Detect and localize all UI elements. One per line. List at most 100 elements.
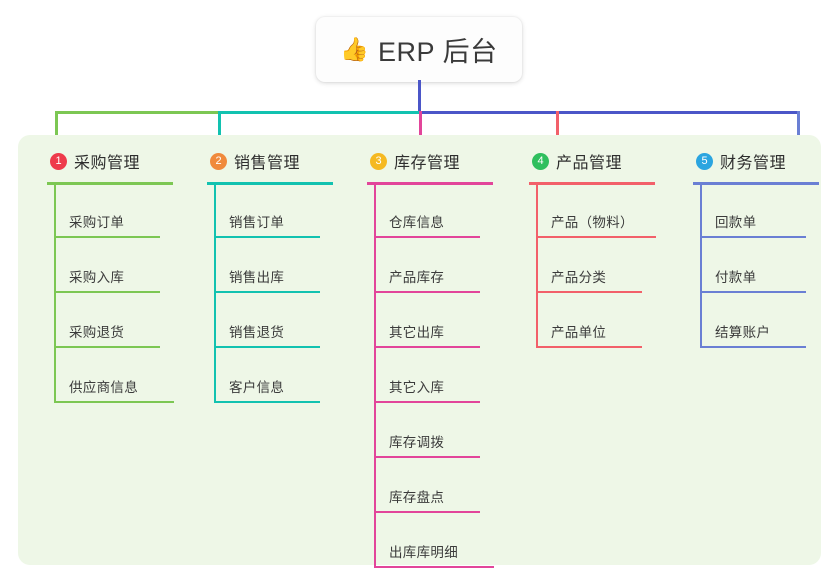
list-item-underline bbox=[374, 401, 480, 403]
list-item-underline bbox=[374, 346, 480, 348]
list-item[interactable]: 供应商信息 bbox=[54, 348, 190, 403]
list-item-underline bbox=[536, 291, 642, 293]
list-item[interactable]: 销售出库 bbox=[214, 238, 350, 293]
list-item-label: 产品单位 bbox=[551, 325, 607, 340]
list-item-label: 库存调拨 bbox=[389, 435, 445, 450]
column-underline-1 bbox=[47, 182, 173, 185]
list-item-underline bbox=[54, 236, 160, 238]
list-item-underline bbox=[214, 236, 320, 238]
column-spine-2 bbox=[214, 183, 216, 403]
thumbs-up-icon: 👍 bbox=[340, 36, 370, 62]
list-item-label: 其它出库 bbox=[389, 325, 445, 340]
column-underline-5 bbox=[693, 182, 819, 185]
list-item[interactable]: 付款单 bbox=[700, 238, 836, 293]
column-spine-5 bbox=[700, 183, 702, 348]
column-spine-4 bbox=[536, 183, 538, 348]
list-item[interactable]: 出库库明细 bbox=[374, 513, 510, 568]
list-item[interactable]: 产品库存 bbox=[374, 238, 510, 293]
list-item-label: 产品库存 bbox=[389, 270, 445, 285]
column-badge-3: 3 bbox=[370, 152, 387, 170]
list-item-underline bbox=[374, 456, 480, 458]
column-header-3[interactable]: 3 库存管理 bbox=[350, 146, 510, 176]
list-item-label: 库存盘点 bbox=[389, 490, 445, 505]
list-item[interactable]: 仓库信息 bbox=[374, 183, 510, 238]
list-item[interactable]: 采购入库 bbox=[54, 238, 190, 293]
column-items-5: 回款单付款单结算账户 bbox=[700, 183, 836, 348]
list-item[interactable]: 其它入库 bbox=[374, 348, 510, 403]
drop-line-col-4 bbox=[556, 111, 559, 140]
root-node-card[interactable]: 👍 ERP 后台 bbox=[316, 17, 522, 82]
list-item-underline bbox=[214, 401, 320, 403]
list-item-label: 回款单 bbox=[715, 215, 757, 230]
drop-line-col-5 bbox=[797, 111, 800, 140]
root-node-title: ERP 后台 bbox=[378, 37, 498, 67]
column-badge-4: 4 bbox=[532, 152, 549, 170]
list-item-label: 出库库明细 bbox=[389, 545, 458, 560]
column-items-3: 仓库信息产品库存其它出库其它入库库存调拨库存盘点出库库明细 bbox=[374, 183, 510, 568]
list-item[interactable]: 销售退货 bbox=[214, 293, 350, 348]
list-item[interactable]: 库存盘点 bbox=[374, 458, 510, 513]
list-item[interactable]: 销售订单 bbox=[214, 183, 350, 238]
column-underline-3 bbox=[367, 182, 493, 185]
list-item[interactable]: 产品分类 bbox=[536, 238, 672, 293]
column-spine-1 bbox=[54, 183, 56, 403]
column-underline-4 bbox=[529, 182, 655, 185]
column-badge-2: 2 bbox=[210, 152, 227, 170]
list-item[interactable]: 采购订单 bbox=[54, 183, 190, 238]
list-item-label: 客户信息 bbox=[229, 380, 285, 395]
list-item-label: 结算账户 bbox=[715, 325, 771, 340]
list-item[interactable]: 库存调拨 bbox=[374, 403, 510, 458]
bar-segment-green bbox=[55, 111, 221, 114]
list-item-underline bbox=[54, 346, 160, 348]
column-title-4: 产品管理 bbox=[556, 155, 623, 172]
column-3: 3 库存管理仓库信息产品库存其它出库其它入库库存调拨库存盘点出库库明细 bbox=[350, 146, 510, 568]
list-item-label: 销售出库 bbox=[229, 270, 285, 285]
column-underline-2 bbox=[207, 182, 333, 185]
list-item-label: 仓库信息 bbox=[389, 215, 445, 230]
column-spine-3 bbox=[374, 183, 376, 568]
column-badge-1: 1 bbox=[50, 152, 67, 170]
list-item-underline bbox=[214, 291, 320, 293]
list-item-label: 采购退货 bbox=[69, 325, 125, 340]
list-item-underline bbox=[374, 511, 480, 513]
list-item-underline bbox=[536, 346, 642, 348]
list-item-underline bbox=[374, 236, 480, 238]
list-item-underline bbox=[374, 566, 494, 568]
list-item-underline bbox=[700, 346, 806, 348]
column-1: 1 采购管理采购订单采购入库采购退货供应商信息 bbox=[30, 146, 190, 403]
list-item-underline bbox=[54, 401, 174, 403]
list-item-label: 付款单 bbox=[715, 270, 757, 285]
list-item[interactable]: 采购退货 bbox=[54, 293, 190, 348]
drop-line-col-1 bbox=[55, 111, 58, 140]
column-header-1[interactable]: 1 采购管理 bbox=[30, 146, 190, 176]
list-item-label: 产品分类 bbox=[551, 270, 607, 285]
column-header-4[interactable]: 4 产品管理 bbox=[512, 146, 672, 176]
column-items-4: 产品（物料） 产品分类产品单位 bbox=[536, 183, 672, 348]
column-items-1: 采购订单采购入库采购退货供应商信息 bbox=[54, 183, 190, 403]
list-item-underline bbox=[214, 346, 320, 348]
list-item[interactable]: 回款单 bbox=[700, 183, 836, 238]
list-item[interactable]: 其它出库 bbox=[374, 293, 510, 348]
column-badge-5: 5 bbox=[696, 152, 713, 170]
list-item-underline bbox=[536, 236, 656, 238]
list-item[interactable]: 产品（物料） bbox=[536, 183, 672, 238]
list-item-label: 采购订单 bbox=[69, 215, 125, 230]
column-title-1: 采购管理 bbox=[74, 155, 141, 172]
drop-line-col-2 bbox=[218, 111, 221, 140]
list-item-label: 采购入库 bbox=[69, 270, 125, 285]
list-item-underline bbox=[374, 291, 480, 293]
list-item[interactable]: 产品单位 bbox=[536, 293, 672, 348]
bar-segment-teal bbox=[218, 111, 422, 114]
column-4: 4 产品管理产品（物料） 产品分类产品单位 bbox=[512, 146, 672, 348]
column-title-3: 库存管理 bbox=[394, 155, 461, 172]
list-item[interactable]: 结算账户 bbox=[700, 293, 836, 348]
list-item-underline bbox=[54, 291, 160, 293]
list-item[interactable]: 客户信息 bbox=[214, 348, 350, 403]
trunk-vertical-line bbox=[418, 80, 421, 114]
list-item-label: 销售退货 bbox=[229, 325, 285, 340]
